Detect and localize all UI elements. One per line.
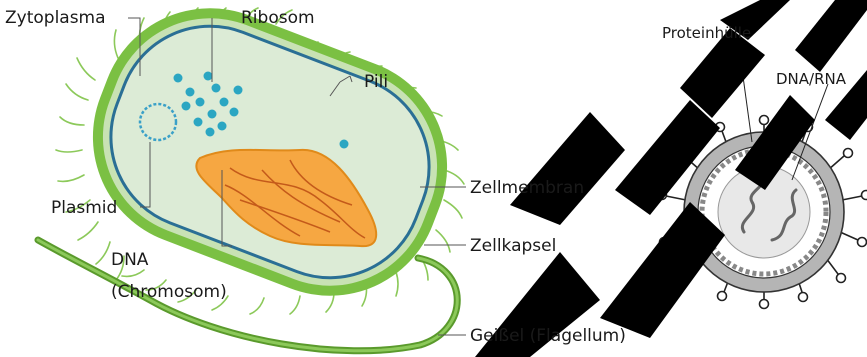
label-flagellum: Geißel (Flagellum) [470,326,626,346]
label-chromosome: (Chromosom) [111,282,227,302]
label-cell-capsule: Zellkapsel [470,236,556,256]
label-dna: DNA [111,250,148,270]
label-ribosome: Ribosom [241,8,315,28]
watermark-letter-shape [795,0,867,72]
label-cell-membrane: Zellmembran [470,178,584,198]
label-pili: Pili [364,72,388,92]
watermark-letter-shape [600,202,725,338]
label-protein-coat: Proteinhülle [662,24,751,42]
label-plasmid: Plasmid [51,198,117,218]
bacterium-illustration [38,0,479,351]
label-cytoplasm: Zytoplasma [5,8,106,28]
label-dna-rna: DNA/RNA [776,70,846,88]
watermark-letter-shape [510,112,625,225]
